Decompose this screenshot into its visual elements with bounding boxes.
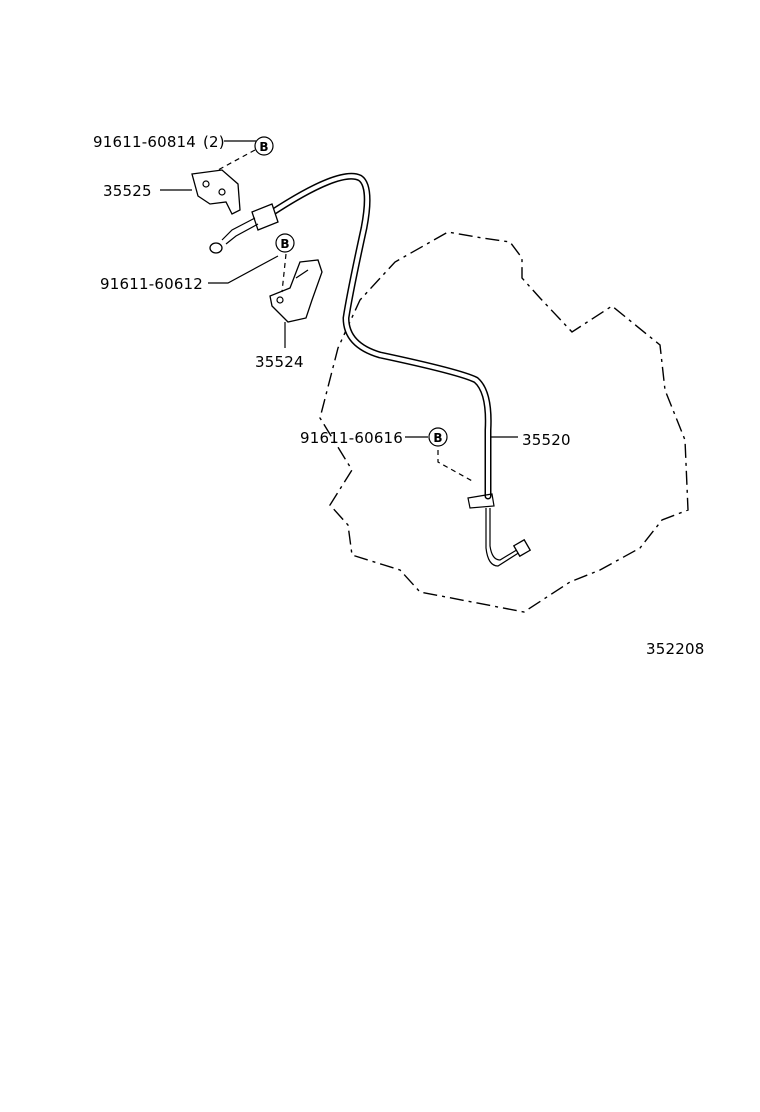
bracket-35525 bbox=[191, 169, 241, 215]
label-35524: 35524 bbox=[255, 353, 304, 371]
label-35525: 35525 bbox=[103, 182, 152, 200]
ref-b-low: B bbox=[428, 427, 448, 447]
label-91611-60814: 91611-60814 bbox=[93, 133, 196, 151]
leader-bolt-top bbox=[217, 149, 256, 171]
svg-text:B: B bbox=[433, 431, 442, 445]
leader-bolt-low bbox=[437, 450, 475, 483]
cable-knob bbox=[209, 242, 223, 254]
svg-text:B: B bbox=[259, 140, 268, 154]
ref-b-mid: B bbox=[275, 233, 295, 253]
svg-text:B: B bbox=[280, 237, 289, 251]
bracket-35524 bbox=[269, 259, 323, 323]
label-qty-2: (2) bbox=[203, 133, 225, 151]
label-91611-60612: 91611-60612 bbox=[100, 275, 203, 293]
cable-end-fitting bbox=[467, 493, 495, 509]
cable-connector bbox=[251, 203, 279, 231]
label-91611-60616: 91611-60616 bbox=[300, 429, 403, 447]
cable-tip bbox=[512, 538, 532, 558]
transmission-outline bbox=[319, 231, 689, 613]
label-35520: 35520 bbox=[522, 431, 571, 449]
speedometer-cable bbox=[266, 172, 492, 500]
figure-number: 352208 bbox=[646, 640, 704, 658]
ref-b-top: B bbox=[254, 136, 274, 156]
